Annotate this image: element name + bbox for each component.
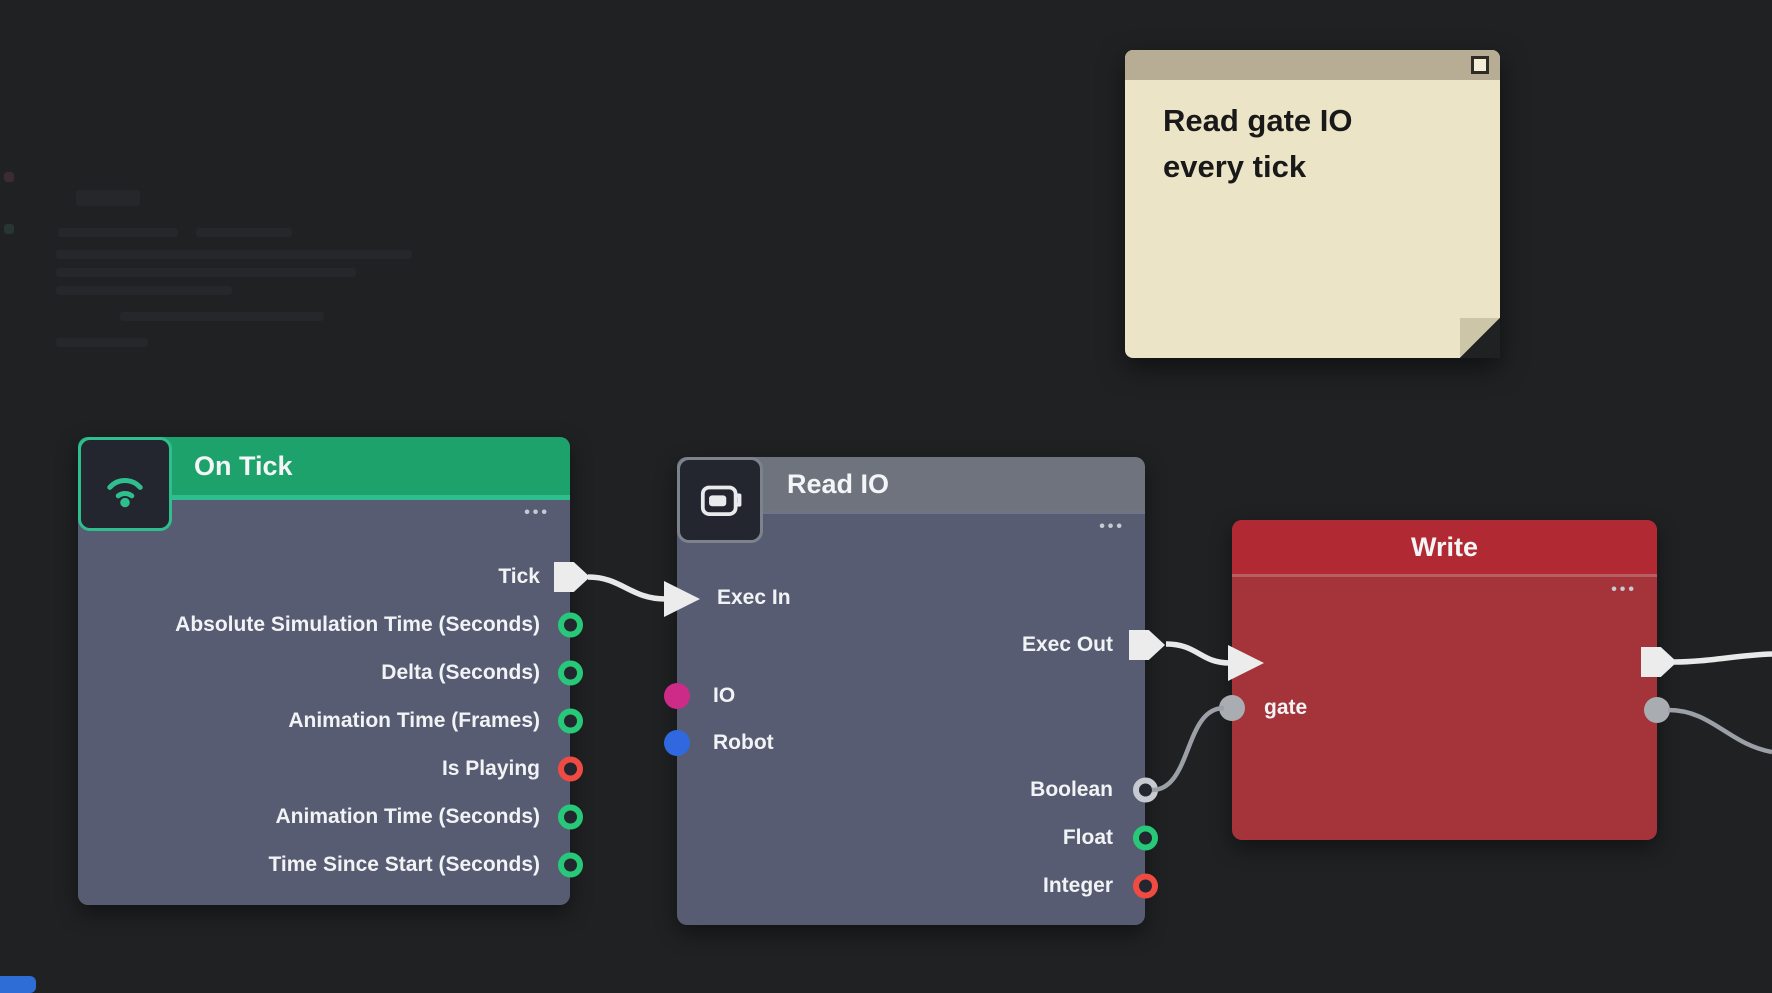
write-exec-out-pin[interactable] (1641, 647, 1677, 677)
node-on-tick[interactable]: On Tick ••• Tick Absolute Simulation Tim… (78, 437, 590, 905)
robot-icon-glyph (700, 485, 742, 516)
float-pin[interactable] (1133, 825, 1158, 851)
pin-label: Absolute Simulation Time (Seconds) (175, 613, 540, 636)
wire-boolean-to-gate[interactable] (1151, 705, 1225, 793)
pin-label: Animation Time (Frames) (288, 709, 540, 732)
pin-label: Tick (498, 565, 540, 588)
ghost-artifact (56, 250, 412, 259)
sticky-note[interactable]: Read gate IO every tick (1125, 50, 1500, 358)
ghost-artifact (56, 268, 356, 277)
sticky-note-header[interactable] (1125, 50, 1500, 80)
pin-label: Time Since Start (Seconds) (268, 853, 540, 876)
pin-label: Exec Out (1021, 633, 1113, 656)
ghost-artifact (56, 286, 232, 295)
data-pin[interactable] (558, 708, 583, 734)
data-pin[interactable] (558, 852, 583, 878)
pin-label: Animation Time (Seconds) (275, 805, 540, 828)
boolean-pin[interactable] (1133, 777, 1158, 803)
pin-row: Animation Time (Frames) (78, 697, 583, 745)
pin-row-boolean: Boolean (677, 770, 1158, 810)
offscreen-node-fragment[interactable] (0, 976, 36, 993)
pin-row: Absolute Simulation Time (Seconds) (78, 601, 583, 649)
write-header-separator (1232, 574, 1657, 577)
data-pin[interactable] (558, 660, 583, 686)
pin-label: Delta (Seconds) (381, 661, 540, 684)
ghost-artifact (120, 312, 324, 321)
pin-label: Exec In (717, 586, 791, 609)
read-io-title: Read IO (787, 468, 890, 499)
write-data-out-pin[interactable] (1644, 697, 1670, 723)
pin-row-exec-out: Exec Out (677, 625, 1165, 665)
robot-icon (677, 457, 763, 543)
read-io-header-separator (763, 511, 1145, 514)
pin-row-exec-in: Exec In (677, 578, 1145, 618)
square-icon[interactable] (1471, 56, 1489, 74)
ghost-artifact (4, 224, 14, 234)
ghost-artifact (196, 228, 292, 237)
on-tick-menu-dots[interactable]: ••• (524, 504, 550, 521)
node-read-io[interactable]: Read IO ••• Exec In IO Robot Exec Out (664, 457, 1165, 925)
integer-pin[interactable] (1133, 873, 1158, 899)
signal-icon (78, 437, 172, 531)
tick-exec-pin[interactable] (554, 562, 590, 592)
write-header[interactable]: Write (1232, 520, 1657, 574)
ghost-artifact (76, 190, 140, 206)
data-pin[interactable] (558, 756, 583, 782)
read-io-menu-dots[interactable]: ••• (1099, 518, 1125, 535)
pin-row: Delta (Seconds) (78, 649, 583, 697)
io-pin[interactable] (664, 683, 690, 709)
pin-row-tick: Tick (78, 553, 590, 601)
write-menu-dots[interactable]: ••• (1611, 581, 1637, 598)
data-pin[interactable] (558, 612, 583, 638)
pin-row-float: Float (677, 818, 1158, 858)
pin-label: IO (713, 684, 736, 707)
pin-label: Boolean (1030, 778, 1113, 801)
pin-label: Float (1062, 826, 1113, 849)
pin-label: Integer (1042, 874, 1113, 897)
on-tick-accent-line (172, 495, 570, 500)
data-pin[interactable] (558, 804, 583, 830)
robot-pin[interactable] (664, 730, 690, 756)
ghost-artifact (56, 338, 148, 347)
pin-row: Animation Time (Seconds) (78, 793, 583, 841)
gate-pin[interactable] (1219, 695, 1245, 721)
pin-label: gate (1264, 696, 1308, 719)
pin-row-robot: Robot (664, 723, 1145, 763)
pin-row: Is Playing (78, 745, 583, 793)
sticky-note-text: Read gate IO every tick (1163, 103, 1353, 184)
pin-label: Robot (713, 731, 774, 754)
note-fold-corner (1460, 318, 1500, 358)
signal-icon-glyph (107, 477, 143, 508)
wire-write-exec-out[interactable] (1673, 651, 1772, 665)
ghost-artifact (4, 172, 14, 182)
pin-row-gate: gate (1219, 688, 1657, 728)
ghost-artifact (58, 228, 178, 237)
pin-row: Time Since Start (Seconds) (78, 841, 583, 889)
pin-label: Is Playing (441, 757, 540, 780)
pin-row-io: IO (664, 676, 1145, 716)
pin-row-integer: Integer (677, 866, 1158, 906)
node-write[interactable]: Write ••• gate (1219, 520, 1677, 840)
wire-write-data-out[interactable] (1667, 707, 1772, 755)
wire-exec-out-to-write[interactable] (1165, 641, 1231, 666)
exec-out-pin[interactable] (1129, 630, 1165, 660)
on-tick-title: On Tick (194, 450, 293, 481)
write-title: Write (1410, 531, 1478, 562)
wire-tick-to-exec-in[interactable] (587, 574, 667, 602)
